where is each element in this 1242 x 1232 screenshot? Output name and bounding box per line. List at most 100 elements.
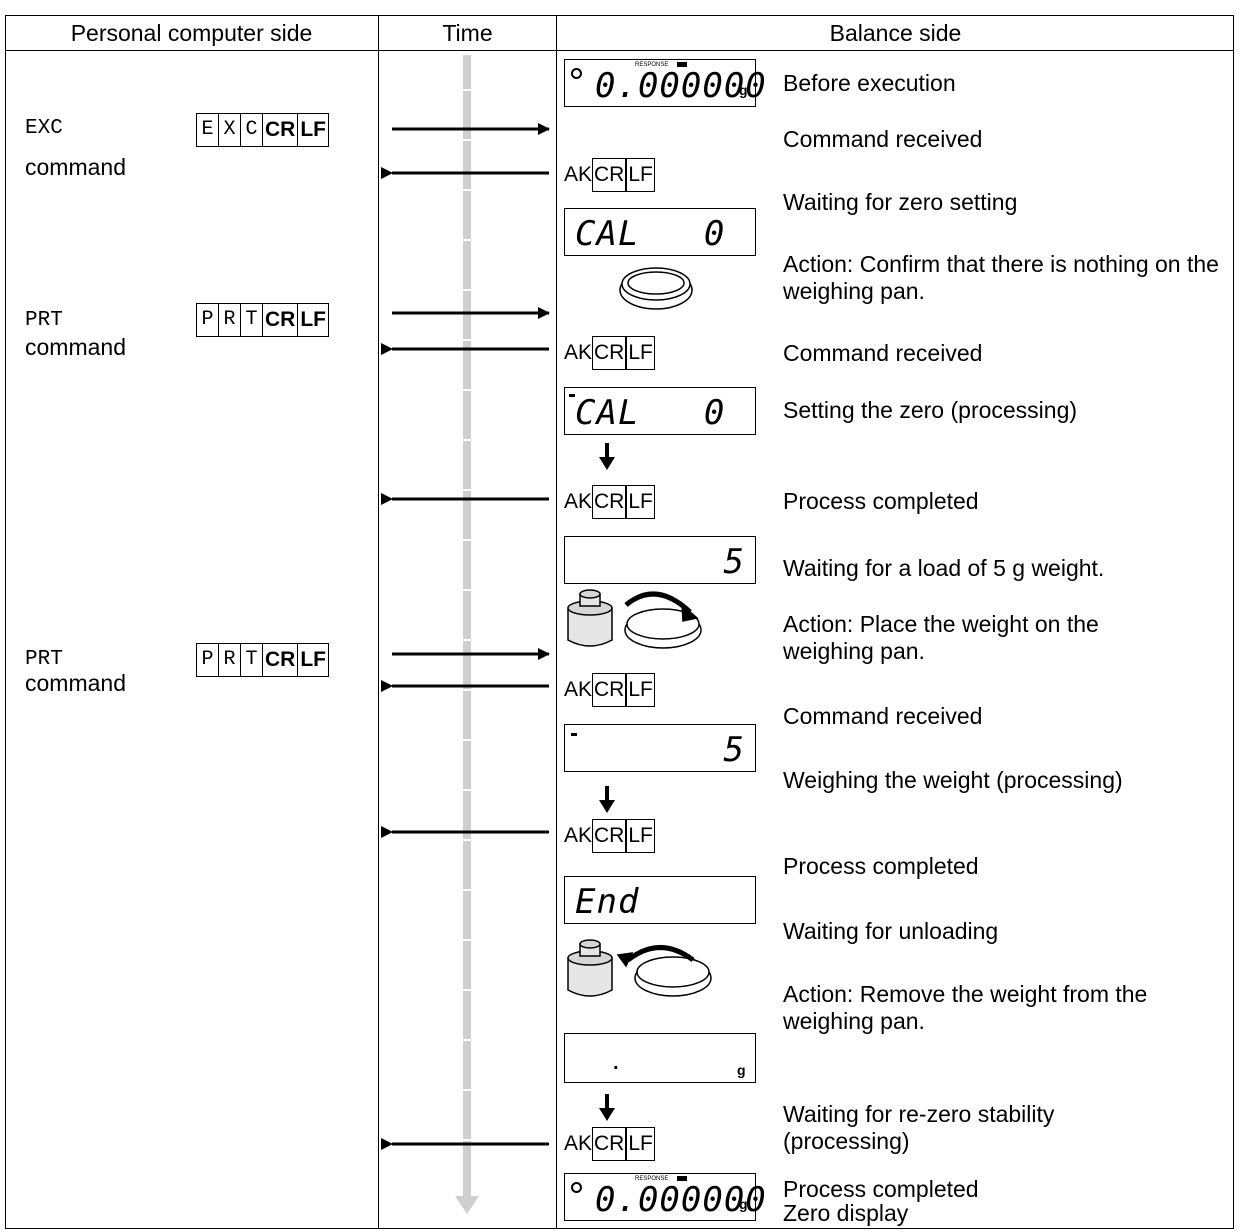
header-pc-side: Personal computer side: [70, 20, 313, 46]
pc-command-code-prt-1: PRT: [25, 309, 63, 332]
stable-mark-icon: [571, 68, 582, 79]
code-char: E: [197, 114, 219, 146]
step-text: Command received: [783, 703, 983, 729]
step-text: Before execution: [783, 70, 956, 96]
step-text: Waiting for a load of 5 g weight.: [783, 555, 1105, 581]
code-cr: CR: [263, 304, 299, 336]
display-unit: g: [739, 1196, 748, 1212]
display-value: 0.000000: [595, 66, 767, 106]
ack-response-5: AK CR LF: [564, 819, 655, 853]
processing-mark-icon: [571, 733, 577, 736]
ack-ak: AK: [564, 1132, 593, 1155]
display-end: End: [564, 876, 756, 924]
code-cr: CR: [263, 644, 299, 676]
display-zero-final: RESPONSE 0.000000 g: [564, 1173, 766, 1221]
pc-command-label-2: command: [25, 334, 126, 360]
code-char: P: [197, 644, 219, 676]
column-divider-pc: [378, 15, 379, 1229]
ack-lf: LF: [626, 158, 655, 192]
indicator-icon: [677, 1176, 687, 1181]
ack-cr: CR: [592, 673, 627, 707]
header-balance-side: Balance side: [829, 20, 962, 46]
ack-cr: CR: [592, 819, 627, 853]
code-lf: LF: [300, 118, 326, 141]
display-five-processing: 5: [564, 724, 756, 772]
ack-response-4: AK CR LF: [564, 673, 655, 707]
pc-command-label-1: command: [25, 154, 126, 180]
display-unloaded: . g: [564, 1033, 756, 1083]
display-value: 5: [723, 730, 745, 770]
ack-cr: CR: [592, 158, 627, 192]
time-axis-arrowhead: [455, 1196, 479, 1214]
step-text: Waiting for unloading: [783, 918, 999, 944]
display-dot: .: [613, 1052, 619, 1074]
header-divider: [5, 50, 1234, 51]
step-text: Zero display: [783, 1200, 909, 1226]
step-text: Waiting for zero setting: [783, 189, 1018, 215]
pc-command-code-exc: EXC: [25, 117, 63, 140]
remove-weight-icon: [567, 939, 712, 997]
time-axis: [463, 55, 471, 1203]
sequence-table: [5, 15, 1234, 1229]
code-string-prt-1: P R T CR LF: [196, 303, 329, 337]
code-char: T: [241, 644, 263, 676]
ack-lf: LF: [626, 1127, 655, 1161]
response-label: RESPONSE: [635, 62, 669, 68]
ack-lf: LF: [626, 485, 655, 519]
code-lf: LF: [300, 648, 326, 671]
code-char: R: [219, 644, 241, 676]
code-string-exc: E X C CR LF: [196, 113, 329, 147]
weighing-pan-icon: [619, 267, 693, 310]
step-text: Process completed: [783, 853, 979, 879]
step-text: Command received: [783, 126, 983, 152]
pc-command-code-prt-2: PRT: [25, 648, 63, 671]
display-value: 5: [723, 542, 745, 582]
ack-ak: AK: [564, 824, 593, 847]
ack-ak: AK: [564, 490, 593, 513]
display-value: CAL 0: [575, 214, 726, 254]
display-value: 0.000000: [595, 1180, 767, 1220]
ack-cr: CR: [592, 336, 627, 370]
code-char: P: [197, 304, 219, 336]
down-arrows: [599, 443, 615, 1121]
step-text: Process completed: [783, 488, 979, 514]
code-char: C: [241, 114, 263, 146]
ack-response-1: AK CR LF: [564, 158, 655, 192]
ack-cr: CR: [592, 1127, 627, 1161]
ack-ak: AK: [564, 341, 593, 364]
code-cr: CR: [263, 114, 299, 146]
ack-response-6: AK CR LF: [564, 1127, 655, 1161]
display-unit: g: [739, 82, 748, 98]
response-label: RESPONSE: [635, 1176, 669, 1182]
code-char: X: [219, 114, 241, 146]
ack-ak: AK: [564, 678, 593, 701]
display-value: CAL 0: [575, 393, 726, 433]
step-text: Command received: [783, 340, 983, 366]
display-cal0-processing: CAL 0: [564, 387, 756, 435]
column-divider-time: [556, 15, 557, 1229]
time-axis-ticks: [463, 89, 471, 1141]
step-text: Weighing the weight (processing): [783, 767, 1123, 793]
step-text: Action: Confirm that there is nothing on…: [783, 251, 1219, 304]
display-cal0-waiting: CAL 0: [564, 208, 756, 256]
code-char: R: [219, 304, 241, 336]
header-time: Time: [442, 20, 493, 46]
step-text: Action: Place the weight on the weighing…: [783, 611, 1099, 664]
ack-lf: LF: [626, 336, 655, 370]
step-text: Setting the zero (processing): [783, 397, 1078, 423]
code-lf: LF: [300, 308, 326, 331]
processing-mark-icon: [569, 394, 575, 397]
ack-lf: LF: [626, 673, 655, 707]
code-string-prt-2: P R T CR LF: [196, 643, 329, 677]
ack-lf: LF: [626, 819, 655, 853]
ack-cr: CR: [592, 485, 627, 519]
ack-response-2: AK CR LF: [564, 336, 655, 370]
display-value: End: [575, 882, 640, 922]
place-weight-icon: [567, 589, 702, 649]
step-text: Process completed: [783, 1176, 979, 1202]
ack-ak: AK: [564, 163, 593, 186]
